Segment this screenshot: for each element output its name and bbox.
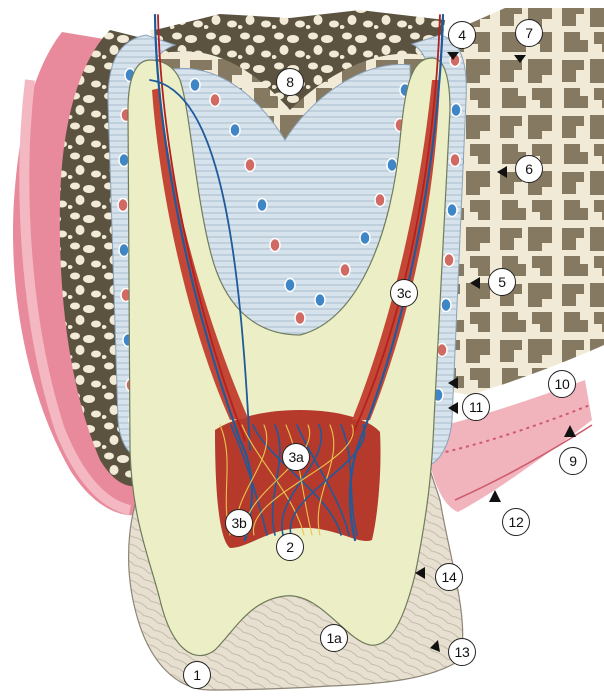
label-1-enamel: 1: [183, 661, 211, 689]
label-8: 8: [276, 68, 304, 96]
label-10: 10: [548, 370, 576, 398]
label-6: 6: [515, 155, 543, 183]
label-3a-pulp: 3a: [282, 443, 310, 471]
label-12: 12: [502, 508, 530, 536]
label-9: 9: [559, 447, 587, 475]
label-13: 13: [448, 638, 476, 666]
label-4: 4: [448, 21, 476, 49]
label-2-dentin: 2: [276, 533, 304, 561]
label-14: 14: [435, 563, 463, 591]
label-3b-pulp: 3b: [225, 509, 253, 537]
label-11: 11: [462, 393, 490, 421]
label-1a-enamel: 1a: [320, 624, 348, 652]
label-7: 7: [515, 19, 543, 47]
label-3c-pulp: 3c: [390, 279, 418, 307]
label-5: 5: [488, 268, 516, 296]
